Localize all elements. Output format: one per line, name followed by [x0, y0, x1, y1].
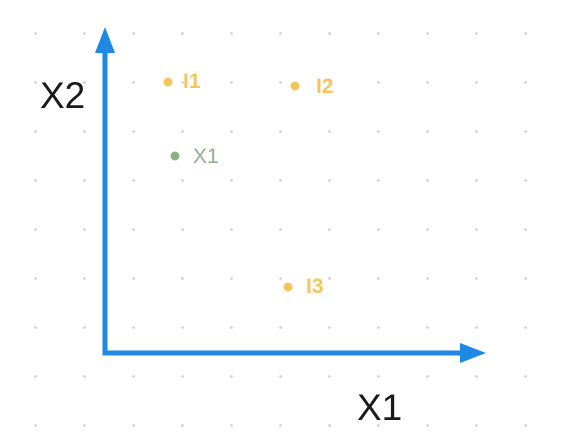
point-i3-dot [283, 282, 293, 292]
point-i2-dot [290, 81, 300, 91]
point-i1-dot [163, 77, 173, 87]
point-i3-label: I3 [306, 275, 324, 298]
x-axis-label: X1 [357, 387, 403, 428]
point-x1-dot [170, 151, 180, 161]
point-i2-label: I2 [316, 75, 334, 98]
point-x1-label: X1 [193, 145, 219, 168]
point-i1-label: I1 [183, 70, 201, 93]
y-axis-arrowhead [95, 27, 115, 53]
y-axis-label: X2 [40, 75, 86, 116]
x-axis-arrowhead [460, 343, 486, 363]
